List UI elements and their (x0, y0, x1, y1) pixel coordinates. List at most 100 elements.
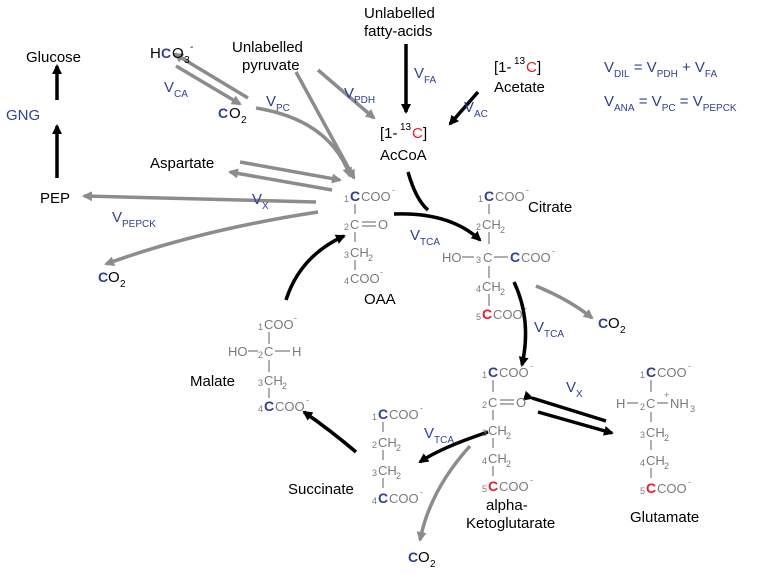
hco3-to-co2-arrow (175, 64, 242, 106)
svg-text:COO: COO (264, 317, 294, 332)
svg-text:C: C (350, 217, 359, 232)
svg-text:3: 3 (344, 250, 349, 260)
svg-text:C: C (412, 125, 423, 142)
aspartate-label: Aspartate (150, 155, 214, 172)
fatty-acids-label-2: fatty-acids (364, 23, 432, 40)
svg-text:VANA = VPC = VPEPCK: VANA = VPC = VPEPCK (604, 93, 737, 114)
svg-text:-: - (392, 185, 395, 195)
svg-text:4: 4 (258, 404, 263, 414)
acoa-tracer-label: [1- 13 C ] AcCoA (380, 122, 427, 164)
svg-text:2: 2 (396, 471, 401, 481)
svg-text:3: 3 (184, 55, 190, 66)
svg-text:AcCoA: AcCoA (380, 147, 427, 164)
svg-text:4: 4 (640, 458, 645, 468)
svg-text:O: O (608, 315, 620, 332)
svg-text:4: 4 (482, 456, 487, 466)
svg-text:CH: CH (378, 463, 397, 478)
svg-text:C: C (484, 188, 494, 204)
citrate-to-akg-arrow (512, 281, 529, 367)
pyruvate-to-acoa-arrow (316, 68, 376, 120)
svg-text:COO: COO (389, 491, 419, 506)
citrate-structure: 1 C COO - 2 CH 2 HO 3 C C COO - 4 CH 2 5… (442, 185, 555, 322)
oaa-to-aspartate-arrow (228, 168, 333, 192)
svg-text:FA: FA (424, 75, 437, 86)
svg-text:2: 2 (241, 115, 247, 126)
acetate-arrow (448, 90, 480, 126)
svg-text:2: 2 (620, 325, 626, 336)
succinate-label: Succinate (288, 481, 354, 498)
svg-text:1: 1 (640, 370, 645, 380)
svg-text:5: 5 (482, 484, 487, 494)
svg-text:+: + (664, 390, 669, 400)
svg-text:CH: CH (488, 451, 507, 466)
svg-text:3: 3 (258, 378, 263, 388)
svg-text:COO: COO (521, 250, 551, 265)
gng-label: GNG (6, 107, 40, 124)
svg-text:CA: CA (174, 89, 188, 100)
aspartate-to-oaa-arrow (239, 160, 342, 184)
svg-text:2: 2 (664, 461, 669, 471)
svg-text:V: V (566, 379, 576, 396)
svg-text:C: C (378, 406, 388, 422)
svg-text:C: C (483, 250, 492, 265)
fatty-acids-label-1: Unlabelled (364, 5, 435, 22)
svg-text:COO: COO (499, 365, 529, 380)
akg-label-2: Ketoglutarate (466, 515, 555, 532)
svg-text:-: - (688, 361, 691, 371)
svg-text:C: C (350, 188, 360, 204)
succinate-structure: 1 C COO - 2 CH 2 3 CH 2 4 C COO - (372, 403, 423, 506)
svg-text:V: V (414, 65, 424, 82)
svg-text:4: 4 (372, 496, 377, 506)
svg-text:PDH: PDH (354, 95, 375, 106)
svg-text:-: - (552, 246, 555, 256)
equation-dil: VDIL = VPDH + VFA (604, 59, 717, 80)
svg-text:-: - (306, 395, 309, 405)
svg-text:C: C (408, 549, 418, 565)
glucose-label: Glucose (26, 49, 81, 66)
svg-text:2: 2 (506, 431, 511, 441)
co2-to-hco3-arrow (173, 52, 249, 100)
svg-text:5: 5 (640, 486, 645, 496)
svg-text:C: C (646, 364, 656, 380)
pyruvate-label-1: Unlabelled (232, 39, 303, 56)
svg-text:-: - (380, 267, 383, 277)
akg-structure: 1 C COO - 2 C O 3 CH 2 4 CH 2 5 C COO - (482, 361, 533, 494)
co2-pep-product: C O 2 (98, 269, 126, 290)
svg-text:-: - (524, 303, 527, 313)
svg-text:CH: CH (488, 423, 507, 438)
malate-structure: 1 COO - HO 2 C H 3 CH 2 4 C COO - (228, 313, 309, 414)
pyruvate-to-oaa-arrow (294, 71, 356, 180)
svg-text:3: 3 (372, 468, 377, 478)
svg-text:-: - (420, 487, 423, 497)
svg-text:C: C (378, 490, 388, 506)
svg-text:13: 13 (514, 56, 526, 67)
svg-text:COO: COO (361, 189, 391, 204)
svg-text:O: O (378, 217, 388, 232)
svg-text:2: 2 (500, 225, 505, 235)
svg-text:O: O (172, 45, 184, 62)
acetate-tracer-label: [1- 13 C ] Acetate (494, 56, 545, 96)
oaa-to-co2-arrow (104, 210, 319, 266)
svg-text:O: O (516, 395, 526, 410)
svg-text:CH: CH (378, 435, 397, 450)
pyruvate-label-2: pyruvate (242, 57, 300, 74)
svg-text:V: V (164, 79, 174, 96)
akg-to-glutamate-arrow (537, 410, 614, 436)
svg-text:H: H (292, 344, 301, 359)
svg-text:C: C (646, 480, 656, 496)
co2-ca-label: C O 2 (218, 105, 247, 126)
svg-text:X: X (262, 201, 269, 212)
svg-text:-: - (688, 477, 691, 487)
svg-text:-: - (530, 361, 533, 371)
malate-label: Malate (190, 373, 235, 390)
svg-text:2: 2 (664, 433, 669, 443)
svg-text:V: V (464, 99, 474, 116)
svg-text:V: V (266, 93, 276, 110)
